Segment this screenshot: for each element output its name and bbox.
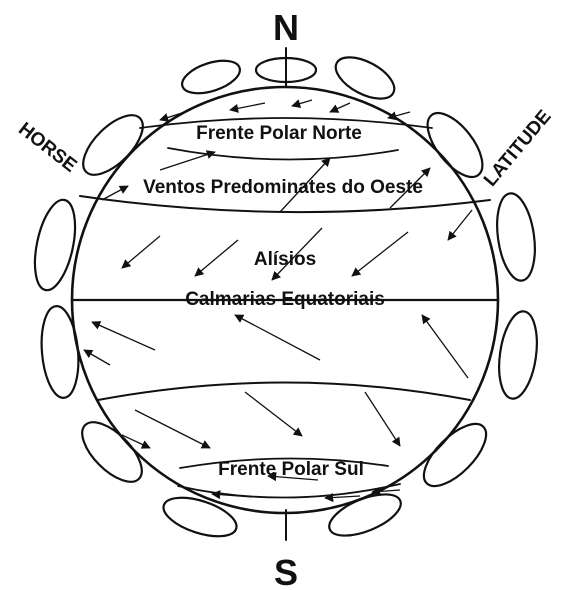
north-polar-front-lower-line [168, 148, 398, 160]
cell-right-4 [494, 309, 542, 401]
southern-horse-latitude-line [98, 383, 470, 401]
north-polar-front-label: Frente Polar Norte [196, 123, 362, 144]
south-polar-front-label: Frente Polar Sul [218, 459, 364, 480]
horse-label: HORSE [14, 119, 80, 177]
cell-right-3 [492, 191, 540, 283]
south-pole-label: S [274, 552, 298, 590]
cell-right-1 [329, 49, 401, 107]
north-pole-label: N [273, 7, 299, 48]
northern-horse-latitude-line [80, 196, 490, 212]
cell-left-4 [38, 305, 82, 400]
latitude-label: LATITUDE [480, 106, 556, 190]
cell-left-6 [159, 490, 241, 544]
trade-winds-label: Alísios [254, 249, 316, 270]
equatorial-calms-label: Calmarias Equatoriais [185, 289, 385, 310]
westerlies-label: Ventos Predominates do Oeste [143, 177, 423, 198]
